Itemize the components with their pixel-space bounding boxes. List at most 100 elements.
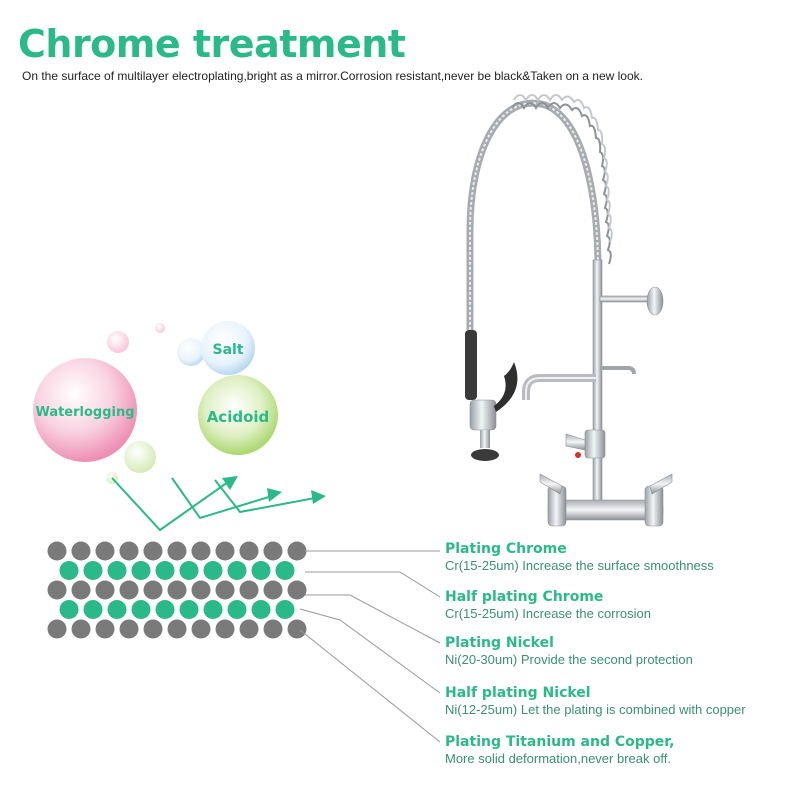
plating-dot-green — [251, 600, 271, 619]
plating-dot-gray — [95, 619, 115, 639]
bubble-small-blue — [177, 338, 205, 366]
layer-desc: Ni(20-30um) Provide the second protectio… — [445, 652, 693, 667]
layer-desc: Ni(12-25um) Let the plating is combined … — [445, 702, 746, 717]
plating-dot-green — [275, 600, 295, 619]
bubble-tiny-1 — [155, 323, 165, 333]
faucet-wall-bracket-plate — [646, 286, 664, 316]
bubble-acidoid — [198, 375, 278, 455]
faucet-spray-grip — [465, 330, 477, 400]
faucet-spout-valve — [584, 429, 606, 459]
layer-name: Plating Chrome — [445, 541, 567, 557]
arrow-path-3 — [214, 479, 316, 514]
plating-dot-gray — [239, 619, 259, 639]
layer-half-plating-nickel: Half plating Nickel Ni(12-25um) Let the … — [445, 685, 746, 717]
page-subtitle: On the surface of multilayer electroplat… — [22, 69, 643, 83]
bubble-label-salt: Salt — [212, 342, 243, 358]
plating-dot-green — [203, 600, 223, 619]
leader-line-2 — [305, 571, 441, 598]
leader-line-4 — [299, 608, 441, 694]
layer-desc: More solid deformation,never break off. — [445, 751, 671, 766]
plating-dot-gray — [47, 580, 67, 600]
layer-name: Plating Titanium and Copper, — [445, 734, 675, 750]
layer-plating-titanium-copper: Plating Titanium and Copper, More solid … — [445, 734, 674, 766]
faucet-spray-trigger — [494, 362, 518, 412]
plating-dot-gray — [167, 541, 187, 561]
layer-desc: Cr(15-25um) Increase the corrosion — [445, 606, 651, 621]
plating-dot-green — [275, 561, 295, 580]
plating-dot-gray — [95, 580, 115, 600]
plating-dot-gray — [287, 619, 307, 639]
arrow-heads — [222, 476, 326, 504]
plating-dot-rows — [47, 541, 307, 639]
arrow-path-2 — [171, 477, 273, 520]
faucet-wall-bracket-arm — [599, 295, 653, 303]
leader-lines — [299, 550, 441, 743]
plating-dot-gray — [191, 541, 211, 561]
plating-dot-gray — [263, 541, 283, 561]
plating-dot-green — [107, 600, 127, 619]
plating-dot-green — [227, 561, 247, 580]
plating-dot-gray — [191, 619, 211, 639]
bubble-salt — [201, 321, 255, 375]
bubble-label-acidoid: Acidoid — [207, 408, 270, 426]
bubble-waterlogging — [33, 358, 137, 462]
deflection-arrows — [111, 477, 316, 532]
plating-dot-green — [83, 600, 103, 619]
plating-dot-green — [59, 561, 79, 580]
plating-dot-gray — [143, 541, 163, 561]
layer-desc: Cr(15-25um) Increase the surface smoothn… — [445, 558, 714, 573]
plating-dot-gray — [191, 580, 211, 600]
plating-dot-green — [83, 561, 103, 580]
plating-dot-green — [155, 600, 175, 619]
leader-line-5 — [299, 629, 441, 743]
layer-name: Plating Nickel — [445, 635, 554, 651]
plating-dot-gray — [119, 619, 139, 639]
plating-dot-green — [251, 561, 271, 580]
plating-dot-gray — [143, 619, 163, 639]
plating-dot-green — [155, 561, 175, 580]
arrow-head-2 — [267, 488, 282, 502]
faucet-spout-handle — [565, 433, 586, 451]
plating-dot-gray — [119, 580, 139, 600]
plating-dot-green — [131, 561, 151, 580]
plating-dot-gray — [263, 619, 283, 639]
layer-plating-nickel: Plating Nickel Ni(20-30um) Provide the s… — [445, 635, 693, 667]
bubbles-group — [33, 321, 278, 484]
plating-dot-gray — [239, 541, 259, 561]
plating-dot-green — [59, 600, 79, 619]
plating-dot-green — [203, 561, 223, 580]
layer-half-plating-chrome: Half plating Chrome Cr(15-25um) Increase… — [445, 589, 651, 621]
bubble-small-lime — [124, 441, 156, 473]
plating-dot-gray — [47, 619, 67, 639]
faucet-hose-hook — [600, 366, 636, 375]
layer-plating-chrome: Plating Chrome Cr(15-25um) Increase the … — [445, 541, 714, 573]
plating-dot-green — [131, 600, 151, 619]
plating-dot-gray — [215, 541, 235, 561]
arrow-path-1 — [111, 477, 229, 532]
plating-dot-gray — [215, 619, 235, 639]
plating-dot-gray — [71, 580, 91, 600]
plating-dot-gray — [47, 541, 67, 561]
plating-dot-green — [179, 561, 199, 580]
bubble-label-waterlogging: Waterlogging — [35, 405, 134, 420]
faucet-spray-neck — [480, 430, 490, 448]
plating-dot-gray — [71, 619, 91, 639]
plating-dot-green — [227, 600, 247, 619]
faucet-right-handle — [649, 473, 673, 495]
leader-line-3 — [305, 594, 441, 644]
plating-dot-gray — [95, 541, 115, 561]
page-title: Chrome treatment — [18, 22, 406, 66]
faucet-spring — [511, 94, 613, 265]
plating-dot-gray — [287, 541, 307, 561]
plating-dot-gray — [167, 619, 187, 639]
plating-dot-gray — [287, 580, 307, 600]
plating-dot-green — [107, 561, 127, 580]
plating-dot-gray — [215, 580, 235, 600]
plating-dot-gray — [71, 541, 91, 561]
faucet-left-handle — [539, 473, 563, 495]
plating-dot-gray — [143, 580, 163, 600]
plating-dot-gray — [167, 580, 187, 600]
arrow-head-1 — [222, 476, 238, 490]
arrow-head-3 — [311, 490, 326, 504]
